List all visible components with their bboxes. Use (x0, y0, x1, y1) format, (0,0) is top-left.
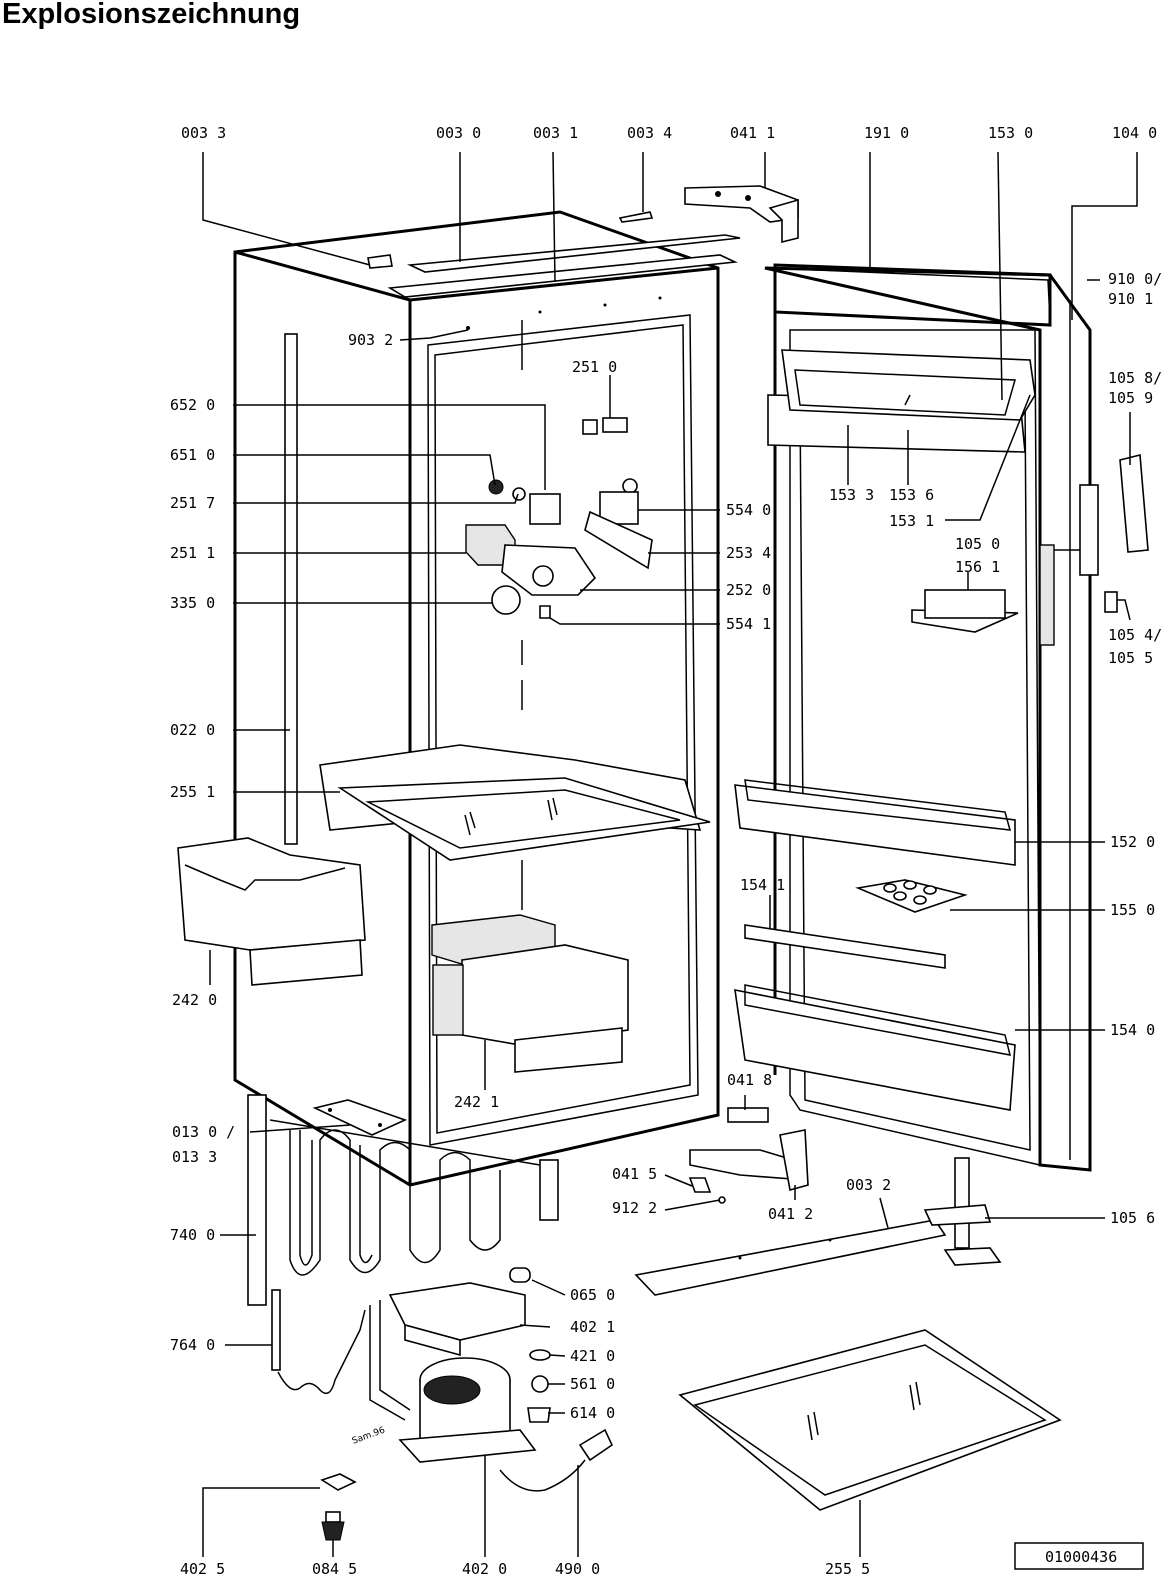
label-255-1: 255 1 (170, 783, 215, 801)
label-253-4: 253 4 (726, 544, 771, 562)
label-402-0: 402 0 (462, 1560, 507, 1578)
label-154-0: 154 0 (1110, 1021, 1155, 1039)
bottom-bracket (312, 1099, 408, 1136)
small-parts-bottom (320, 1473, 357, 1541)
label-191-0: 191 0 (864, 124, 909, 142)
capillary-tube (271, 1289, 366, 1395)
label-041-1: 041 1 (730, 124, 775, 142)
glass-shelf-upper (319, 744, 711, 861)
label-242-0: 242 0 (172, 991, 217, 1009)
door-strip (1039, 544, 1055, 646)
door-bracket (923, 1157, 1002, 1266)
label-252-0: 252 0 (726, 581, 771, 599)
page-title: Explosionszeichnung (2, 0, 301, 30)
top-rails (367, 211, 741, 298)
label-003-2: 003 2 (846, 1176, 891, 1194)
label-242-1: 242 1 (454, 1093, 499, 1111)
label-903-2: 903 2 (348, 331, 393, 349)
door-shelf-upper (734, 779, 1016, 866)
label-153-1: 153 1 (889, 512, 934, 530)
label-022-0: 022 0 (170, 721, 215, 739)
label-105-6: 105 6 (1110, 1209, 1155, 1227)
glass-shelf-lower (678, 1329, 1062, 1511)
compressor: Sam.96 (351, 1267, 551, 1463)
label-652-0: 652 0 (170, 396, 215, 414)
label-013-0: 013 0 / (172, 1123, 235, 1141)
label-105-9: 105 9 (1108, 389, 1153, 407)
label-554-1: 554 1 (726, 615, 771, 633)
door-shelf-lower (734, 984, 1016, 1111)
label-910-1: 910 1 (1108, 290, 1153, 308)
label-561-0: 561 0 (570, 1375, 615, 1393)
label-105-5: 105 5 (1108, 649, 1153, 667)
document-id-box: 01000436 (1014, 1542, 1144, 1570)
label-104-0: 104 0 (1112, 124, 1157, 142)
base-rail (634, 1219, 947, 1296)
label-084-5: 084 5 (312, 1560, 357, 1578)
condenser (247, 1094, 559, 1306)
label-041-5: 041 5 (612, 1165, 657, 1183)
label-065-0: 065 0 (570, 1286, 615, 1304)
label-041-2: 041 2 (768, 1205, 813, 1223)
label-740-0: 740 0 (170, 1226, 215, 1244)
label-105-0: 105 0 (955, 535, 1000, 553)
label-156-1: 156 1 (955, 558, 1000, 576)
bottle-rail (744, 924, 946, 969)
label-003-4: 003 4 (627, 124, 672, 142)
label-003-1: 003 1 (533, 124, 578, 142)
crisper-drawer-inner (431, 914, 629, 1073)
label-003-0: 003 0 (436, 124, 481, 142)
label-490-0: 490 0 (555, 1560, 600, 1578)
label-105-4: 105 4/ (1108, 626, 1162, 644)
control-assembly (465, 417, 653, 619)
top-hinge (684, 185, 799, 244)
power-cord (499, 1428, 614, 1492)
label-614-0: 614 0 (570, 1404, 615, 1422)
label-153-0: 153 0 (988, 124, 1033, 142)
label-255-5: 255 5 (825, 1560, 870, 1578)
label-013-3: 013 3 (172, 1148, 217, 1166)
butter-compartment (767, 349, 1036, 453)
label-335-0: 335 0 (170, 594, 215, 612)
label-251-7: 251 7 (170, 494, 215, 512)
lower-hinge (688, 1107, 809, 1204)
label-764-0: 764 0 (170, 1336, 215, 1354)
part-labels: 003 3 003 0 003 1 003 4 041 1 191 0 153 … (170, 124, 1162, 1578)
label-421-0: 421 0 (570, 1347, 615, 1365)
label-152-0: 152 0 (1110, 833, 1155, 851)
label-155-0: 155 0 (1110, 901, 1155, 919)
leader-lines (202, 151, 1138, 1557)
door-hinge-parts (1079, 453, 1149, 613)
label-105-8: 105 8/ (1108, 369, 1162, 387)
door-gasket (769, 267, 1051, 321)
label-041-8: 041 8 (727, 1071, 772, 1089)
label-251-1: 251 1 (170, 544, 215, 562)
label-910-0: 910 0/ (1108, 270, 1162, 288)
label-153-6: 153 6 (889, 486, 934, 504)
vertical-tube (284, 333, 298, 845)
cheese-box (911, 589, 1019, 633)
label-153-3: 153 3 (829, 486, 874, 504)
label-912-2: 912 2 (612, 1199, 657, 1217)
label-402-5: 402 5 (180, 1560, 225, 1578)
label-651-0: 651 0 (170, 446, 215, 464)
compressor-mark: Sam.96 (351, 1425, 387, 1446)
label-154-1: 154 1 (740, 876, 785, 894)
label-003-3: 003 3 (181, 124, 226, 142)
label-554-0: 554 0 (726, 501, 771, 519)
egg-tray (855, 879, 968, 913)
document-id: 01000436 (1045, 1548, 1117, 1566)
cabinet-body (233, 210, 720, 1187)
label-402-1: 402 1 (570, 1318, 615, 1336)
crisper-drawer-left (177, 837, 366, 986)
label-251-0: 251 0 (572, 358, 617, 376)
